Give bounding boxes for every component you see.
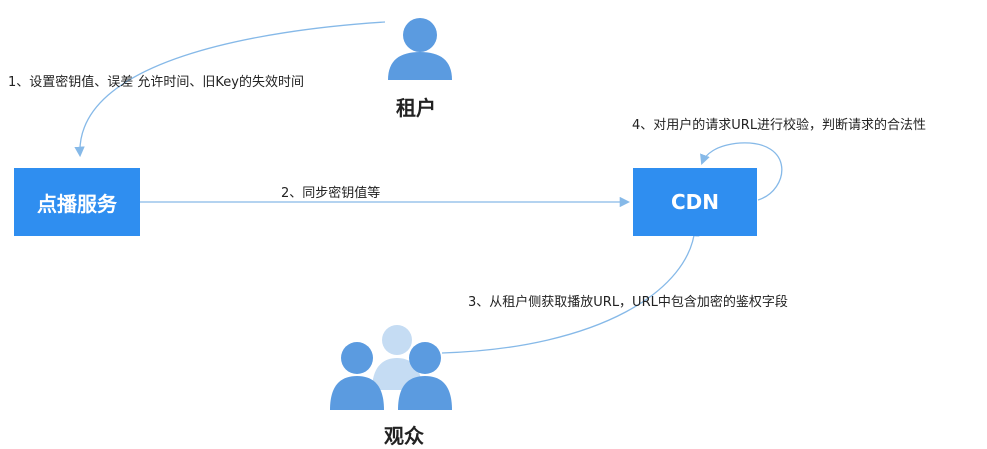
viewers-label: 观众 <box>384 424 424 448</box>
vod-service-box: 点播服务 <box>14 168 140 236</box>
step-4-label: 4、对用户的请求URL进行校验，判断请求的合法性 <box>632 118 927 133</box>
step-2-label: 2、同步密钥值等 <box>281 186 381 201</box>
step-1-label: 1、设置密钥值、误差 允许时间、旧Key的失效时间 <box>8 75 304 90</box>
tenant-label: 租户 <box>396 96 436 120</box>
arrow-cdn-self-loop <box>700 142 783 201</box>
arrow-viewers-to-cdn <box>441 225 700 354</box>
user-icon <box>388 18 452 80</box>
vod-service-label: 点播服务 <box>37 191 117 216</box>
arrow-tenant-to-vod <box>74 21 386 158</box>
cdn-label: CDN <box>670 190 720 214</box>
step-3-label: 3、从租户侧获取播放URL，URL中包含加密的鉴权字段 <box>468 295 788 310</box>
cdn-box: CDN <box>633 168 757 236</box>
users-group-icon <box>330 325 452 410</box>
